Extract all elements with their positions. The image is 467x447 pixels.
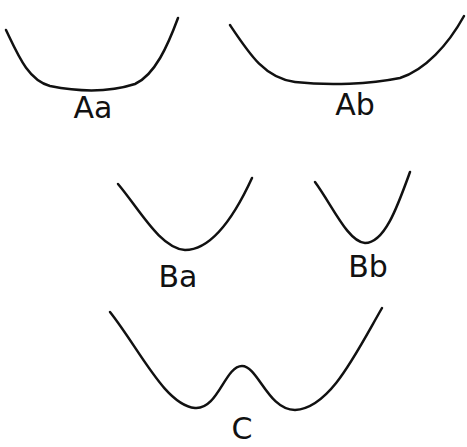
well-label: C <box>232 414 253 444</box>
well-curve <box>230 16 464 84</box>
well-label: Ba <box>159 262 198 292</box>
well-label: Ab <box>335 90 375 120</box>
double-well-curve <box>110 308 382 410</box>
well-curve <box>6 18 178 90</box>
well-curve <box>118 178 252 250</box>
well-label: Bb <box>348 252 388 282</box>
well-curve <box>315 172 410 243</box>
well-label: Aa <box>74 93 113 123</box>
